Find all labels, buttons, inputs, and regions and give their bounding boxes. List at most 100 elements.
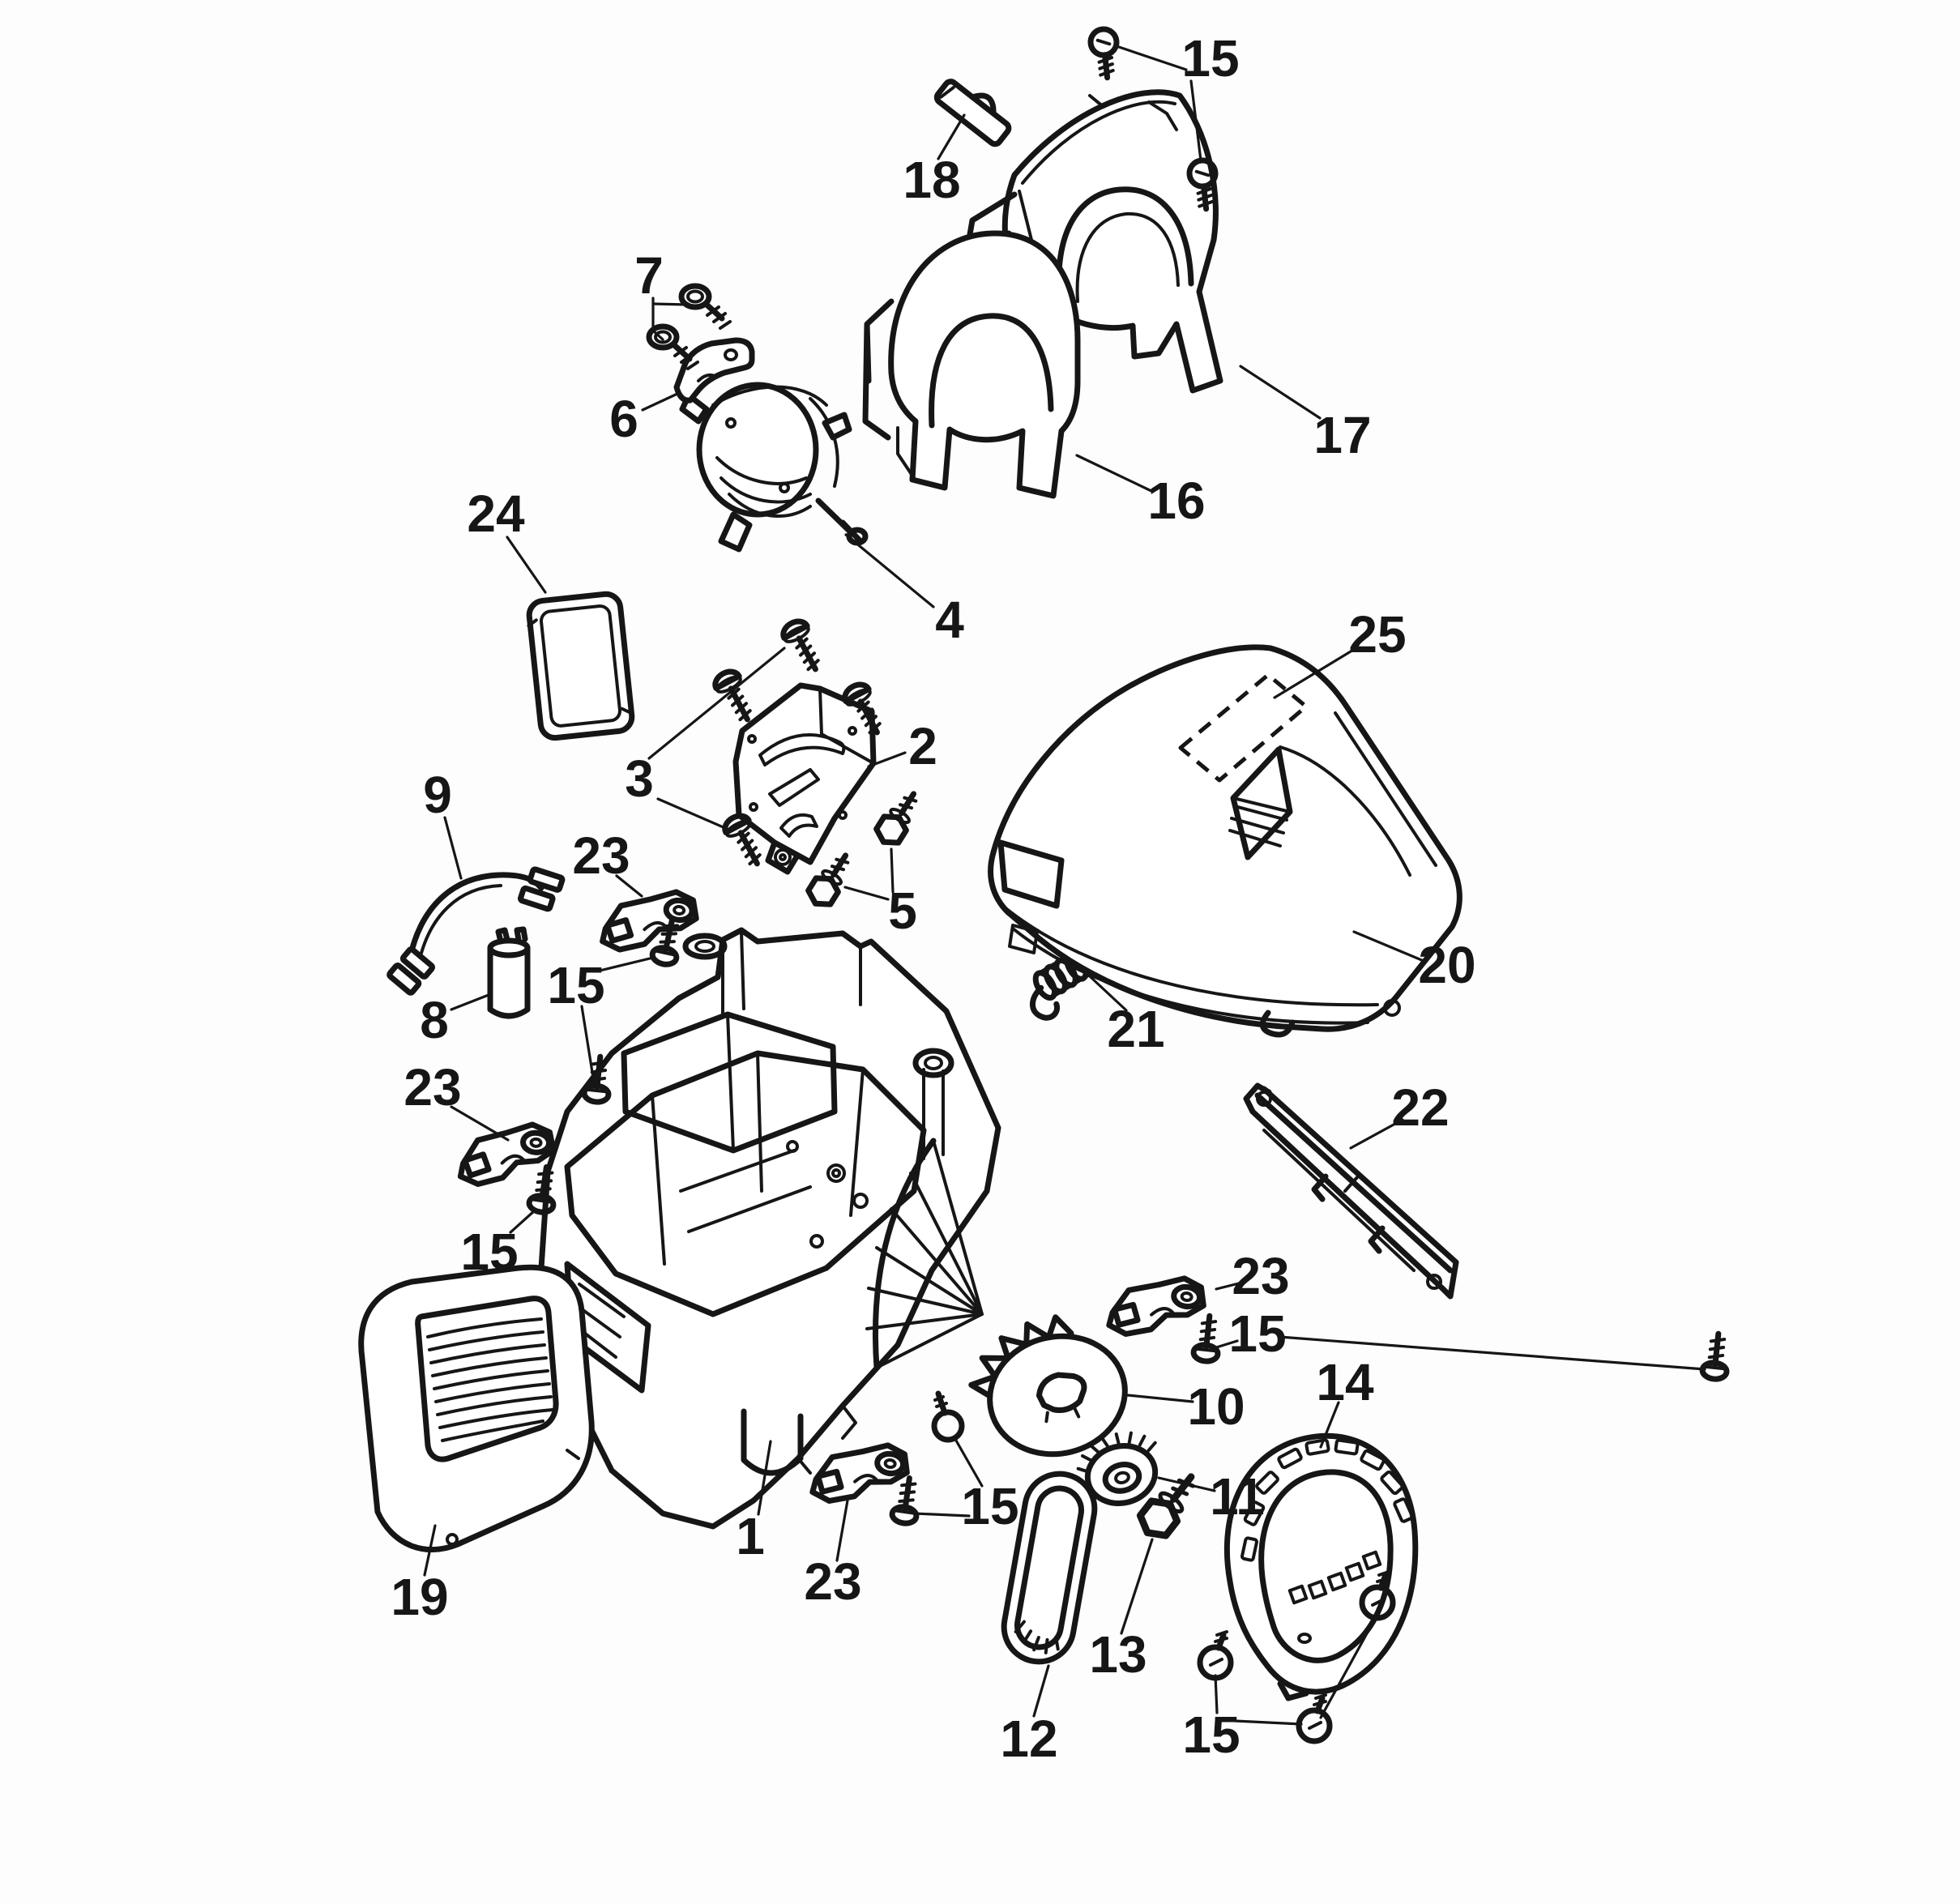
callout-5-13: 5 [843, 847, 917, 940]
part-22-bumper-rail [1243, 1082, 1459, 1300]
part-number-label: 16 [1147, 472, 1205, 530]
part-15-screw [1702, 1333, 1731, 1381]
part-number-label: 6 [609, 390, 638, 448]
part-number-label: 14 [1316, 1353, 1374, 1411]
leader-line [1212, 1339, 1239, 1350]
leader-line [1273, 647, 1356, 699]
leader-line [912, 1512, 971, 1518]
callout-23-12: 23 [572, 826, 643, 898]
callout-16-3: 16 [1075, 454, 1206, 530]
part-18-clip-bar [933, 79, 1012, 147]
part-1-main-body [538, 927, 1001, 1530]
callout-23-18: 23 [404, 1058, 510, 1142]
leader-line [506, 536, 547, 594]
part-8-capacitor [487, 926, 531, 1019]
part-9-wire-harness [386, 866, 566, 996]
leader-line [580, 1005, 596, 1084]
callout-21-17: 21 [1088, 975, 1165, 1058]
leader-line [1349, 1118, 1404, 1150]
part-number-label: 5 [888, 882, 917, 940]
part-number-label: 24 [467, 485, 525, 543]
leader-line [509, 1209, 536, 1234]
part-23-bracket [1108, 1269, 1207, 1344]
part-3-screw [779, 617, 826, 676]
leader-line [443, 816, 463, 880]
callout-12-31: 12 [1000, 1664, 1058, 1768]
leader-line [835, 1499, 849, 1562]
leader-line [1189, 79, 1202, 162]
part-number-label: 23 [804, 1552, 861, 1611]
leader-line [1319, 1401, 1340, 1449]
part-19-grille-cover [358, 1264, 595, 1553]
callout-7-4: 7 [634, 246, 689, 341]
part-number-label: 12 [1000, 1710, 1057, 1768]
part-number-label: 19 [391, 1568, 448, 1626]
leader-line [1239, 365, 1322, 420]
callout-8-14: 8 [420, 991, 490, 1049]
leader-line [1157, 1476, 1216, 1492]
leader-line [651, 297, 664, 341]
part-number-label: 4 [935, 591, 964, 649]
leader-line [450, 993, 490, 1011]
part-number-label: 15 [460, 1223, 518, 1281]
leader-line [641, 392, 679, 412]
part-number-label: 21 [1107, 1000, 1164, 1058]
part-number-label: 8 [420, 991, 449, 1049]
part-number-label: 17 [1313, 406, 1371, 464]
callout-1-26: 1 [736, 1440, 772, 1565]
callout-25-8: 25 [1273, 605, 1407, 699]
part-10-ratchet-wheel [968, 1314, 1128, 1458]
part-5-hex-screw [873, 787, 924, 848]
part-14-lens-housing [1223, 1432, 1419, 1701]
part-number-label: 20 [1418, 936, 1475, 994]
leader-line [1278, 1335, 1706, 1371]
part-number-label: 23 [404, 1058, 461, 1116]
part-7-screw [681, 286, 730, 328]
part-24-gasket-frame [526, 591, 635, 741]
leader-line [954, 1439, 984, 1488]
leader-line [844, 533, 935, 608]
part-2-mount-plate [732, 682, 877, 875]
part-number-label: 2 [908, 717, 937, 775]
leader-line [1214, 1674, 1219, 1714]
leader-line [867, 751, 907, 768]
part-number-label: 22 [1391, 1078, 1449, 1137]
leader-line [843, 886, 890, 901]
callout-15-20: 15 [460, 1209, 536, 1281]
part-number-label: 15 [1181, 29, 1239, 88]
part-number-label: 10 [1187, 1377, 1245, 1436]
callout-23-21: 23 [1215, 1247, 1290, 1305]
leader-line [937, 113, 966, 160]
part-25-label-area [1178, 672, 1309, 783]
callout-14-24: 14 [1316, 1353, 1374, 1449]
part-16-inner-cover [862, 230, 1081, 499]
part-number-label: 23 [572, 826, 630, 885]
callout-15-15: 15 [547, 956, 655, 1084]
callout-15-22: 15 [1212, 1304, 1706, 1371]
part-15-screw [891, 1476, 922, 1525]
callout-19-30: 19 [391, 1524, 449, 1626]
leader-line [651, 302, 689, 306]
callout-9-11: 9 [423, 766, 463, 880]
leader-line [890, 847, 895, 894]
callout-24-7: 24 [467, 485, 547, 594]
part-15-washer-screw [1200, 1632, 1231, 1678]
leader-line [1352, 930, 1425, 963]
callout-18-1: 18 [903, 113, 966, 209]
part-15-screw [1193, 1315, 1222, 1363]
callout-17-2: 17 [1239, 365, 1372, 464]
part-number-label: 15 [547, 956, 604, 1014]
callout-13-29: 13 [1089, 1538, 1154, 1684]
part-number-label: 18 [903, 151, 960, 209]
part-15-ball-pin [934, 1394, 962, 1440]
callout-11-25: 11 [1157, 1467, 1265, 1526]
part-4-motor [679, 382, 869, 553]
callout-22-19: 22 [1349, 1078, 1450, 1150]
part-number-label: 25 [1348, 605, 1406, 664]
leader-line [1126, 1394, 1194, 1403]
part-11-gear [1076, 1431, 1159, 1506]
callout-10-23: 10 [1126, 1377, 1245, 1436]
part-number-label: 23 [1232, 1247, 1289, 1305]
part-23-bracket [460, 1120, 555, 1189]
